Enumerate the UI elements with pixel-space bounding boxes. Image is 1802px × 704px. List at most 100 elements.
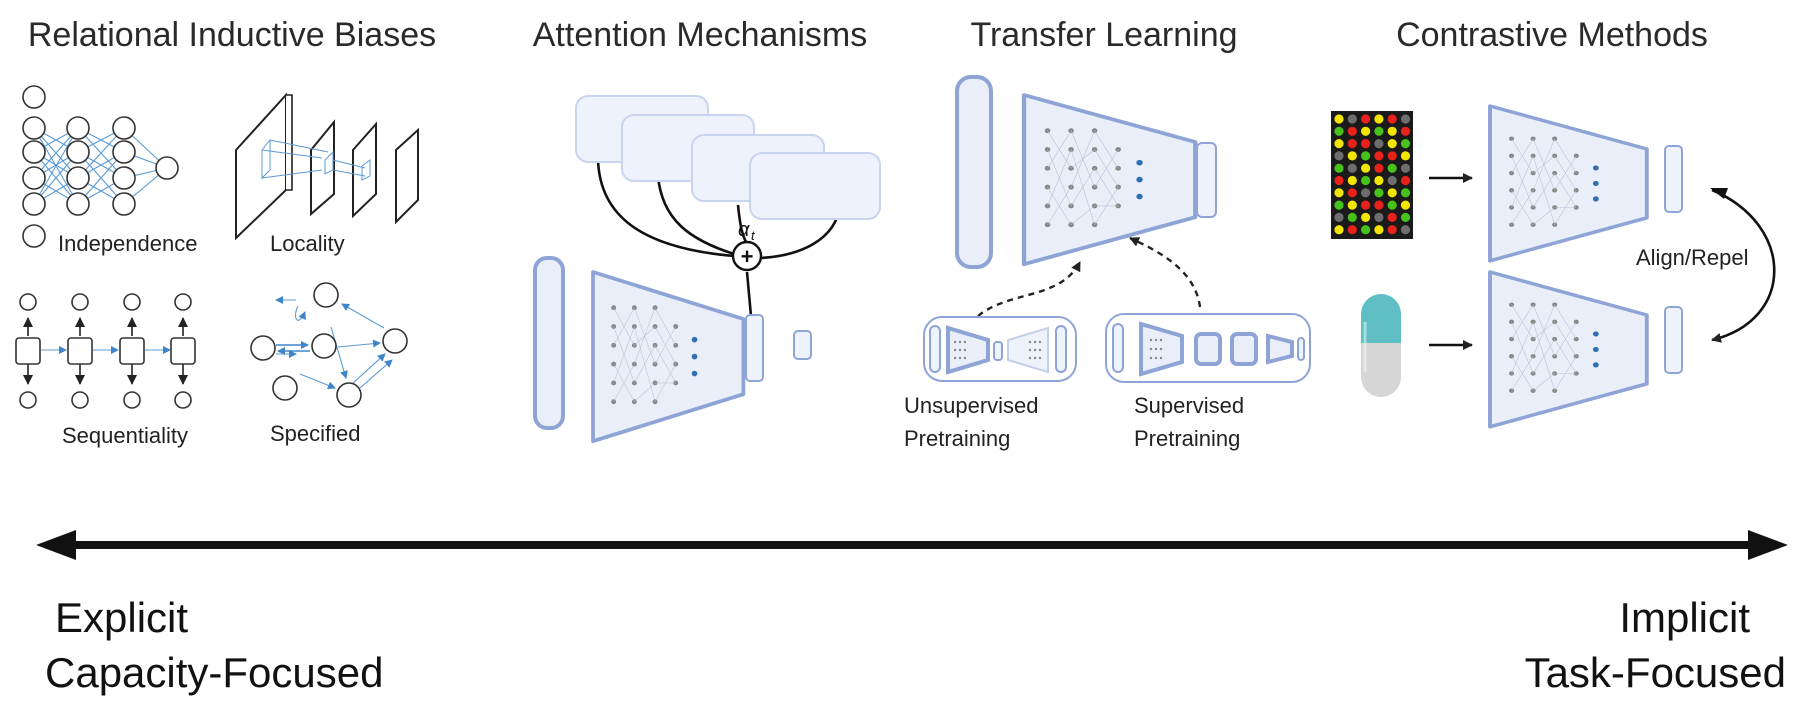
matrix-cell bbox=[1400, 139, 1411, 149]
matrix-cell bbox=[1387, 139, 1397, 149]
transfer-title: Transfer Learning bbox=[970, 16, 1237, 54]
matrix-cell bbox=[1387, 126, 1397, 136]
alpha-symbol: α bbox=[738, 219, 750, 241]
attention-encoder bbox=[591, 270, 746, 444]
matrix-cell bbox=[1400, 175, 1411, 186]
matrix-cell bbox=[1334, 139, 1344, 149]
matrix-cell bbox=[1334, 212, 1344, 222]
attention-weights bbox=[596, 159, 842, 317]
attention-embedding bbox=[745, 314, 764, 382]
attention-output bbox=[793, 330, 812, 360]
matrix-cell bbox=[1374, 200, 1384, 210]
sequentiality-label: Sequentiality bbox=[62, 423, 188, 448]
align-repel-arrow bbox=[1711, 188, 1776, 343]
matrix-cell bbox=[1334, 175, 1344, 186]
matrix-cell bbox=[1387, 175, 1397, 186]
relational-title: Relational Inductive Biases bbox=[28, 16, 436, 54]
unsup-arrow bbox=[977, 261, 1082, 317]
embedding-bottom bbox=[1664, 306, 1683, 374]
contrastive-encoder-top bbox=[1488, 104, 1649, 263]
matrix-cell bbox=[1361, 200, 1371, 210]
sum-node bbox=[731, 240, 763, 272]
matrix-cell bbox=[1374, 175, 1384, 186]
matrix-cell bbox=[1374, 114, 1384, 124]
alpha-subscript: t bbox=[751, 228, 756, 243]
specified-graph bbox=[250, 282, 408, 408]
supervised-pretraining-box bbox=[1105, 313, 1311, 383]
matrix-cell bbox=[1387, 114, 1397, 124]
matrix-cell bbox=[1334, 200, 1344, 210]
matrix-cell bbox=[1361, 225, 1371, 235]
locality-label: Locality bbox=[270, 231, 345, 256]
matrix-cell bbox=[1361, 175, 1371, 186]
independence-label: Independence bbox=[58, 231, 197, 256]
matrix-cell bbox=[1334, 225, 1344, 235]
matrix-cell bbox=[1347, 188, 1357, 198]
contrastive-encoder-bottom bbox=[1488, 270, 1649, 429]
capacity-focused-label: Capacity-Focused bbox=[45, 649, 383, 696]
matrix-cell bbox=[1347, 225, 1357, 235]
capsule-icon bbox=[1361, 294, 1401, 397]
matrix-cell bbox=[1374, 212, 1384, 222]
matrix-cell bbox=[1374, 188, 1384, 198]
contrastive-title: Contrastive Methods bbox=[1396, 16, 1708, 54]
left-arrowhead bbox=[36, 530, 76, 560]
matrix-cell bbox=[1347, 200, 1357, 210]
matrix-cell bbox=[1374, 163, 1384, 173]
matrix-cell bbox=[1400, 212, 1411, 222]
matrix-cell bbox=[1334, 114, 1344, 124]
unsupervised-label-line2: Pretraining bbox=[904, 426, 1010, 451]
matrix-cell bbox=[1361, 163, 1371, 173]
right-arrowhead bbox=[1748, 530, 1788, 560]
contrastive-section: Contrastive Methods Align/Repel bbox=[1331, 16, 1776, 429]
matrix-cell bbox=[1334, 126, 1344, 136]
sequentiality-rnn bbox=[15, 293, 196, 409]
spectrum-axis bbox=[36, 530, 1788, 560]
locality-cnn bbox=[235, 92, 419, 241]
matrix-cell bbox=[1347, 114, 1357, 124]
sum-plus-symbol: + bbox=[741, 244, 754, 269]
relational-section: Relational Inductive Biases Independence bbox=[15, 16, 436, 448]
attention-section: Attention Mechanisms + α t bbox=[533, 16, 881, 444]
matrix-cell bbox=[1361, 126, 1371, 136]
transfer-input bbox=[955, 75, 993, 269]
matrix-cell bbox=[1361, 114, 1371, 124]
transfer-section: Transfer Learning Unsupervised Pretraini… bbox=[904, 16, 1311, 451]
matrix-cell bbox=[1387, 200, 1397, 210]
matrix-cell bbox=[1400, 163, 1411, 173]
matrix-cell bbox=[1400, 225, 1411, 235]
specified-label: Specified bbox=[270, 421, 361, 446]
matrix-cell bbox=[1387, 188, 1397, 198]
matrix-cell bbox=[1374, 151, 1384, 161]
matrix-cell bbox=[1347, 175, 1357, 186]
matrix-cell bbox=[1374, 126, 1384, 136]
matrix-cell bbox=[1400, 188, 1411, 198]
matrix-cell bbox=[1387, 212, 1397, 222]
unsupervised-label-line1: Unsupervised bbox=[904, 393, 1039, 418]
matrix-cell bbox=[1374, 139, 1384, 149]
attention-stacked-frames bbox=[575, 95, 881, 220]
matrix-cell bbox=[1400, 114, 1411, 124]
supervised-label-line1: Supervised bbox=[1134, 393, 1244, 418]
matrix-cell bbox=[1334, 188, 1344, 198]
matrix-cell bbox=[1334, 163, 1344, 173]
matrix-cell bbox=[1400, 151, 1411, 161]
embedding-top bbox=[1664, 145, 1683, 213]
transfer-output bbox=[1196, 142, 1217, 218]
matrix-cell bbox=[1387, 163, 1397, 173]
matrix-cell bbox=[1334, 151, 1344, 161]
matrix-cell bbox=[1361, 188, 1371, 198]
transfer-encoder bbox=[1024, 95, 1195, 264]
matrix-cell bbox=[1347, 126, 1357, 136]
matrix-cell bbox=[1400, 126, 1411, 136]
align-repel-label: Align/Repel bbox=[1636, 245, 1749, 270]
attention-input bbox=[533, 256, 565, 430]
microarray-matrix bbox=[1331, 111, 1413, 239]
independence-network bbox=[22, 85, 179, 248]
unsupervised-pretraining-box bbox=[923, 316, 1077, 382]
matrix-cell bbox=[1347, 151, 1357, 161]
matrix-cell bbox=[1387, 225, 1397, 235]
supervised-label-line2: Pretraining bbox=[1134, 426, 1240, 451]
sup-arrow bbox=[1129, 236, 1202, 308]
